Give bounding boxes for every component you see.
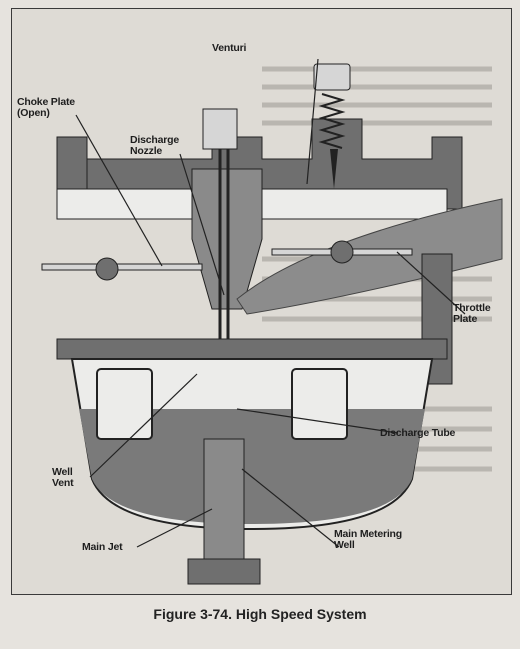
fuel-spray	[236, 198, 503, 315]
label-discharge-nozzle: Discharge Nozzle	[130, 134, 179, 157]
float-right	[291, 368, 348, 440]
leader-venturi	[306, 58, 319, 185]
label-main-jet: Main Jet	[82, 541, 123, 553]
choke-horn-wall	[56, 136, 88, 190]
diagram-frame: Venturi Choke Plate (Open) Discharge Noz…	[11, 8, 512, 595]
nozzle-screw	[202, 108, 238, 150]
label-main-metering-well: Main Metering Well	[334, 528, 402, 551]
leader-discharge-nozzle	[179, 153, 225, 296]
needle-screw-head	[313, 63, 351, 91]
carburetor-diagram	[41, 58, 503, 585]
choke-plate	[41, 263, 203, 271]
throttle-shaft	[330, 240, 354, 264]
label-venturi: Venturi	[212, 42, 247, 54]
float-left	[96, 368, 153, 440]
main-jet-plug	[187, 558, 261, 585]
leader-main-jet	[136, 508, 213, 548]
leader-throttle-plate	[396, 251, 466, 315]
label-choke-plate: Choke Plate (Open)	[17, 96, 75, 119]
main-jet-body	[203, 438, 245, 560]
leader-lines	[75, 58, 466, 548]
leader-discharge-tube	[236, 408, 399, 434]
leader-choke-plate	[75, 114, 163, 267]
leader-well-vent	[89, 373, 198, 478]
upper-body	[86, 118, 463, 210]
choke-shaft	[95, 257, 119, 281]
spring	[318, 93, 346, 149]
label-well-vent: Well Vent	[52, 466, 74, 489]
needle	[330, 149, 338, 189]
body-gasket	[56, 338, 448, 360]
leader-main-metering-well	[241, 468, 340, 548]
label-discharge-tube: Discharge Tube	[380, 427, 456, 439]
figure-caption: Figure 3-74. High Speed System	[153, 606, 367, 622]
label-throttle-plate: Throttle Plate	[453, 302, 491, 325]
